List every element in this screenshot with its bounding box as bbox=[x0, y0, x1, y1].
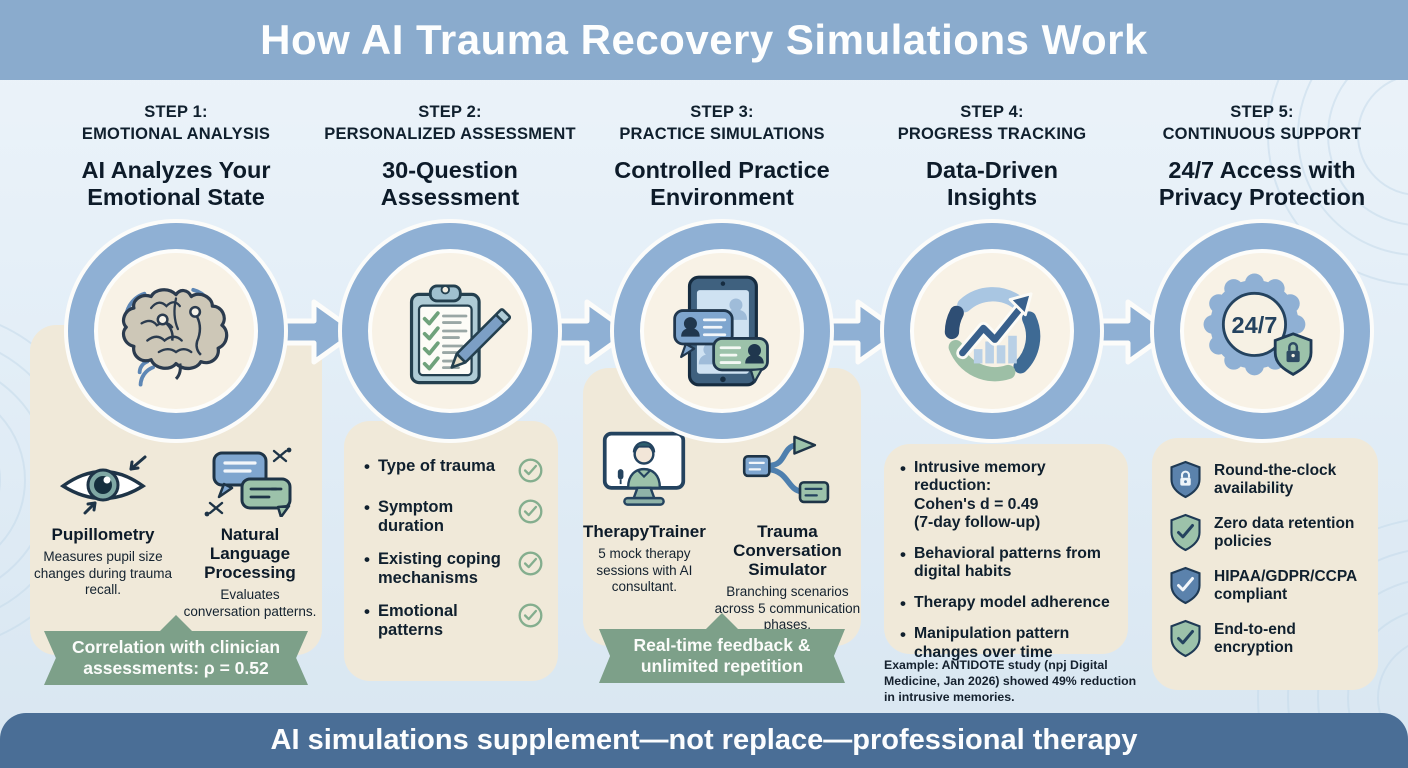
clipboard-checklist-icon bbox=[409, 284, 511, 385]
feature-name: TherapyTrainer bbox=[583, 522, 706, 541]
therapist-monitor-icon bbox=[583, 431, 706, 514]
checklist-item: • Emotional patterns bbox=[364, 602, 544, 640]
check-circle-icon bbox=[518, 499, 543, 524]
step3-features: TherapyTrainer 5 mock therapy sessions w… bbox=[583, 368, 861, 634]
feature-name: Pupillometry bbox=[51, 525, 155, 544]
step2-card: • Type of trauma • Symptom duration • Ex… bbox=[344, 421, 558, 681]
shield-lock-icon bbox=[1170, 460, 1201, 499]
shield-check-icon bbox=[1170, 566, 1201, 605]
step1-label: STEP 1:EMOTIONAL ANALYSIS bbox=[81, 103, 271, 143]
chat-bubbles-icon bbox=[181, 447, 319, 517]
feature-desc: Measures pupil size changes during traum… bbox=[33, 549, 173, 597]
study-example-note: Example: ANTIDOTE study (npj Digital Med… bbox=[884, 658, 1137, 704]
feature-desc: 5 mock therapy sessions with AI consulta… bbox=[596, 546, 693, 594]
assessment-checklist: • Type of trauma • Symptom duration • Ex… bbox=[344, 421, 558, 640]
step4-title: Data-Driven Insights bbox=[926, 157, 1058, 210]
wave-decoration-top-right bbox=[1267, 75, 1408, 286]
check-circle-icon bbox=[518, 458, 543, 483]
feature-therapytrainer: TherapyTrainer 5 mock therapy sessions w… bbox=[583, 431, 706, 634]
step3-card: TherapyTrainer 5 mock therapy sessions w… bbox=[583, 368, 861, 646]
feature-conversation-simulator: Trauma Conversation Simulator Branching … bbox=[714, 435, 861, 634]
step5-label: STEP 5:CONTINUOUS SUPPORT bbox=[1162, 103, 1362, 143]
ribbon-triangle bbox=[159, 615, 193, 632]
feature-name: Trauma Conversation Simulator bbox=[733, 522, 842, 580]
step1-ribbon: Correlation with clinician assessments: … bbox=[44, 631, 308, 685]
eye-icon bbox=[33, 451, 173, 517]
feature-nlp: Natural Language Processing Evaluates co… bbox=[181, 447, 319, 620]
feature-name: Natural Language Processing bbox=[204, 525, 296, 583]
step2-title: 30-Question Assessment bbox=[380, 157, 520, 210]
step5-title: 24/7 Access with Privacy Protection bbox=[1158, 157, 1366, 210]
page-title: How AI Trauma Recovery Simulations Work bbox=[260, 16, 1148, 63]
insight-item: •Manipulation pattern changes over time bbox=[900, 625, 1070, 661]
step2-label: STEP 2:PERSONALIZED ASSESSMENT bbox=[324, 103, 576, 143]
badge-24-7-text: 24/7 bbox=[1232, 312, 1278, 338]
privacy-item: Zero data retention policies bbox=[1168, 513, 1368, 552]
insight-item: •Behavioral patterns from digital habits bbox=[900, 544, 1101, 581]
check-circle-icon bbox=[518, 603, 543, 628]
checklist-item: • Existing coping mechanisms bbox=[364, 550, 544, 588]
feature-desc: Evaluates conversation patterns. bbox=[183, 587, 317, 619]
step1-title: AI Analyzes Your Emotional State bbox=[81, 157, 271, 210]
disclaimer-text: AI simulations supplement—not replace—pr… bbox=[270, 724, 1138, 756]
step5-card: Round-the-clock availability Zero data r… bbox=[1152, 438, 1378, 690]
step3-title: Controlled Practice Environment bbox=[614, 157, 830, 210]
progress-chart-icon bbox=[944, 287, 1041, 382]
checklist-item: • Symptom duration bbox=[364, 498, 544, 536]
feature-desc: Branching scenarios across 5 communicati… bbox=[714, 584, 861, 633]
privacy-item: Round-the-clock availability bbox=[1168, 460, 1368, 499]
step3-circle bbox=[614, 223, 830, 439]
step4-card: •Intrusive memory reduction: Cohen's d =… bbox=[884, 444, 1128, 661]
feature-pupillometry: Pupillometry Measures pupil size changes… bbox=[33, 451, 173, 620]
brain-icon bbox=[121, 287, 229, 387]
step1-circle bbox=[68, 223, 284, 439]
shield-check-icon bbox=[1170, 513, 1201, 552]
privacy-list: Round-the-clock availability Zero data r… bbox=[1152, 438, 1378, 658]
step2-circle bbox=[342, 223, 558, 439]
tablet-chat-icon bbox=[673, 275, 769, 387]
insights-list: •Intrusive memory reduction: Cohen's d =… bbox=[884, 444, 1128, 662]
checklist-item: • Type of trauma bbox=[364, 457, 544, 484]
wave-decoration-bottom-right bbox=[1257, 519, 1408, 738]
privacy-item: End-to-end encryption bbox=[1168, 619, 1368, 658]
step3-ribbon: Real-time feedback & unlimited repetitio… bbox=[599, 629, 845, 683]
branching-flow-icon bbox=[714, 435, 861, 514]
check-circle-icon bbox=[518, 551, 543, 576]
badge-shield-icon: 24/7 bbox=[1203, 273, 1313, 376]
step3-label: STEP 3:PRACTICE SIMULATIONS bbox=[619, 103, 825, 143]
step4-circle bbox=[884, 223, 1100, 439]
header-banner: How AI Trauma Recovery Simulations Work bbox=[0, 0, 1408, 80]
step4-label: STEP 4:PROGRESS TRACKING bbox=[897, 103, 1087, 143]
insight-item: •Intrusive memory reduction: Cohen's d =… bbox=[900, 459, 1046, 532]
footer-banner: AI simulations supplement—not replace—pr… bbox=[0, 713, 1408, 768]
step1-features: Pupillometry Measures pupil size changes… bbox=[30, 325, 322, 620]
ribbon-triangle bbox=[705, 613, 739, 630]
privacy-item: HIPAA/GDPR/CCPA compliant bbox=[1168, 566, 1368, 605]
insight-item: •Therapy model adherence bbox=[900, 593, 1110, 613]
step5-circle: 24/7 bbox=[1154, 223, 1370, 439]
shield-check-icon bbox=[1170, 619, 1201, 658]
